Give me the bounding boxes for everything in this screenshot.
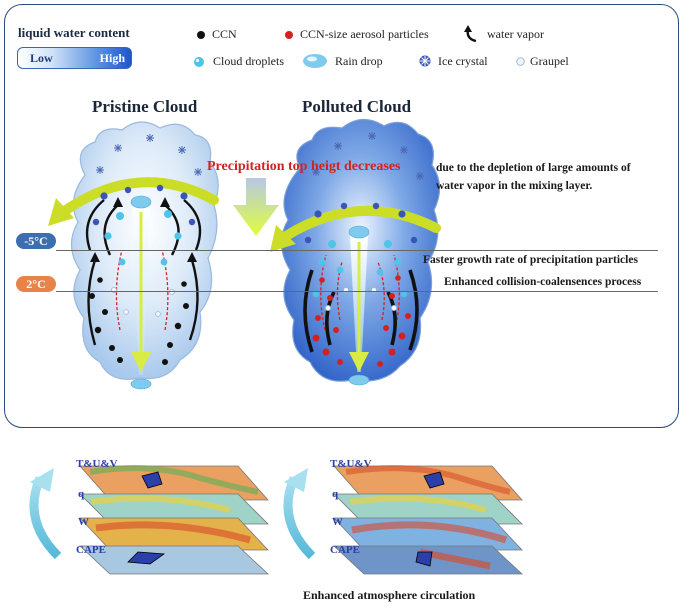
- aerosol-dot-icon: [285, 31, 293, 39]
- minus5-level-badge: -5°C: [16, 233, 56, 249]
- rain-drops: [130, 195, 370, 390]
- right-label-cape: CAPE: [330, 544, 360, 556]
- polluted-top-arc: [281, 205, 441, 241]
- graupel-icon: [516, 57, 525, 66]
- polluted-cloud-title: Polluted Cloud: [302, 97, 412, 116]
- curved-arrow-icon: [464, 25, 477, 43]
- pristine-fall-arrowhead: [131, 352, 151, 372]
- precipitation-top-text: Precipitation top heigt decreases: [207, 159, 401, 174]
- precipitation-top-down-arrow: [233, 178, 279, 236]
- cloud-comparison-panel: [4, 4, 679, 428]
- ice-crystals: [92, 184, 418, 244]
- legend-graupel: Graupel: [530, 54, 569, 68]
- plus2-level-badge: 2°C: [16, 276, 56, 292]
- pristine-ccn-particles: [89, 277, 189, 365]
- minus5-level-line: [56, 250, 658, 251]
- lwc-high-label: High: [99, 51, 125, 65]
- depletion-text-line2: water vapor in the mixing layer.: [436, 180, 593, 192]
- depletion-text-line1: due to the depletion of large amounts of: [436, 162, 631, 174]
- legend-cloud-droplets: Cloud droplets: [213, 54, 284, 68]
- left-cycle-arrow: [29, 476, 62, 560]
- cloud-droplets: [104, 210, 408, 298]
- ice-crystal-icon: [419, 55, 431, 67]
- right-label-tuv: T&U&V: [330, 458, 372, 470]
- legend-ccn: CCN: [212, 27, 237, 41]
- polluted-water-vapor-arrows: [303, 269, 419, 353]
- right-label-w: W: [332, 516, 343, 528]
- legend-water-vapor: water vapor: [487, 27, 544, 41]
- lwc-low-label: Low: [30, 51, 53, 65]
- left-map-stack: [78, 465, 270, 575]
- right-map-stack: [332, 465, 524, 575]
- polluted-arc-head: [270, 225, 296, 252]
- right-label-q: q: [332, 488, 339, 500]
- cloud-top-snowflakes: [96, 132, 424, 180]
- left-label-w: W: [78, 516, 89, 528]
- pristine-cloud-title: Pristine Cloud: [92, 97, 198, 116]
- left-cycle-arrowhead: [30, 468, 54, 492]
- ccn-dot-icon: [197, 31, 205, 39]
- growth-rate-text: Faster growth rate of precipitation part…: [423, 254, 638, 266]
- pristine-arc-head: [48, 198, 74, 226]
- polluted-aerosol-particles: [312, 275, 411, 367]
- pristine-top-arc: [61, 177, 219, 215]
- left-map-tuv: [79, 465, 269, 501]
- rain-drop-icon: [303, 54, 327, 68]
- left-map-cape: [78, 545, 270, 575]
- right-cycle-arrow: [283, 476, 316, 560]
- lwc-colorbar: Low High: [17, 47, 132, 69]
- footer-caption: Enhanced atmosphere circulation: [303, 588, 476, 602]
- left-label-q: q: [78, 488, 85, 500]
- polluted-fall-arrowhead: [349, 352, 369, 372]
- plus2-level-line: [56, 291, 658, 292]
- collision-text: Enhanced collision-coalensences process: [444, 276, 642, 288]
- left-label-cape: CAPE: [76, 544, 106, 556]
- legend-rain-drop: Rain drop: [335, 54, 383, 68]
- right-cycle-arrowhead: [284, 468, 308, 492]
- left-label-tuv: T&U&V: [76, 458, 118, 470]
- legend-ice-crystal: Ice crystal: [438, 54, 488, 68]
- lwc-title: liquid water content: [18, 25, 130, 40]
- legend-aerosol: CCN-size aerosol particles: [300, 27, 429, 41]
- cloud-droplet-icon: [194, 57, 204, 67]
